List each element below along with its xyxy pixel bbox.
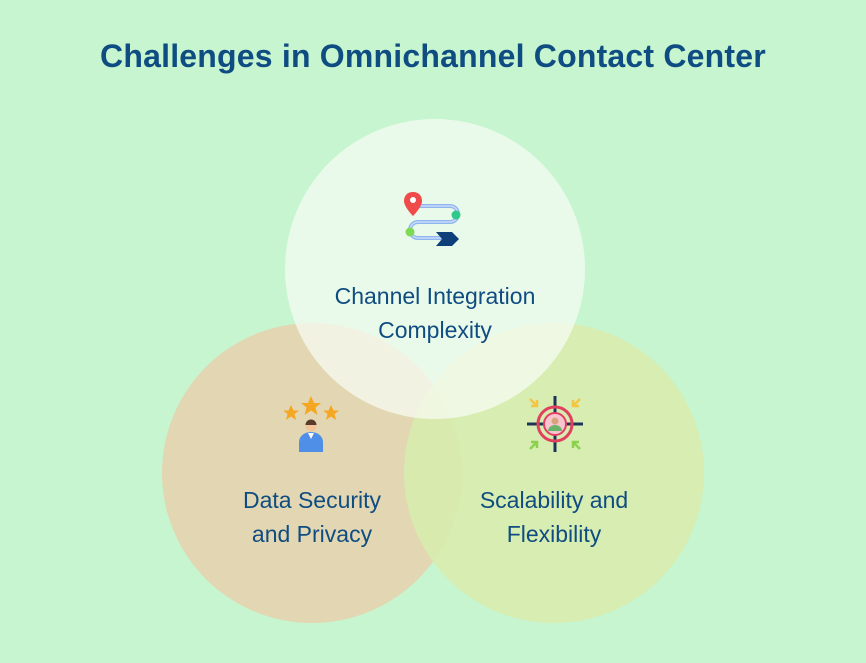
label-data-security: Data Security and Privacy [162,483,462,551]
label-line-1: Data Security [242,487,382,513]
label-line-2: Flexibility [506,521,602,547]
label-line-1: Channel Integration [334,283,536,309]
label-channel-integration: Channel Integration Complexity [285,279,585,347]
target-crosshair-icon [527,396,583,452]
label-line-2: and Privacy [251,521,373,547]
route-map-icon [404,192,461,246]
label-line-1: Scalability and [479,487,629,513]
label-line-2: Complexity [378,317,492,343]
circle-channel-integration [285,119,585,419]
label-scalability: Scalability and Flexibility [404,483,704,551]
page-title: Challenges in Omnichannel Contact Center [100,38,766,74]
user-rating-stars-icon [283,396,339,452]
